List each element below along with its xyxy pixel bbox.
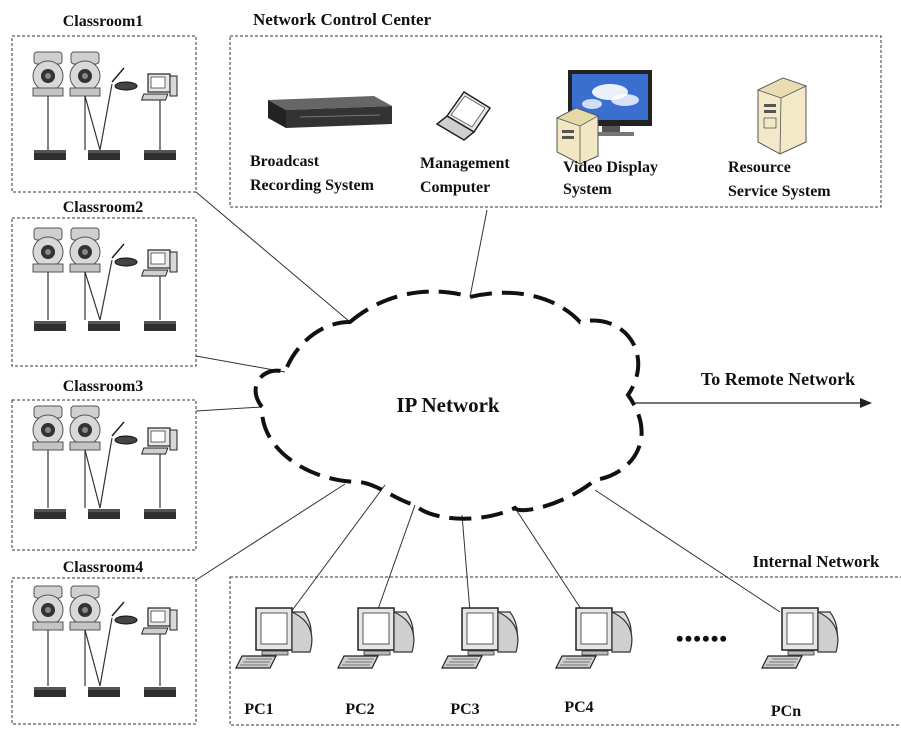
remote-network-label: To Remote Network [701,369,855,389]
pc-icon [761,607,839,669]
pc-label: PC2 [345,701,374,718]
computer-icon [141,427,178,455]
camera-icon [69,227,101,273]
camera-icon [69,585,101,631]
control-center-title: Network Control Center [253,10,432,29]
resource-label-line2: Service System [728,183,831,200]
classroom-1-label: Classroom1 [63,13,144,30]
remote-arrow [635,398,872,408]
pc-icon [337,607,415,669]
camera-icon [32,51,64,97]
video-display-label-line2: System [563,181,613,198]
link-pcn [594,489,781,613]
camera-icon [69,405,101,451]
link-classroom1 [195,191,351,323]
classroom-1-frame [11,35,197,193]
link-classroom4 [195,483,346,581]
laptop-icon [435,90,492,141]
classroom-3-frame [11,399,197,551]
server-icon [756,77,808,155]
encoder-icon [88,150,120,160]
encoder-icon [34,509,66,519]
computer-icon [141,249,178,277]
link-pc2 [376,504,416,613]
microphone-icon [111,67,138,91]
pc-icon [555,607,633,669]
ip-network-label: IP Network [396,393,500,417]
encoder-icon [88,321,120,331]
network-control-center: Network Control Center [229,10,882,208]
ellipsis: •••••• [676,626,728,651]
encoder-icon [144,687,176,697]
broadcast-label-line2: Recording System [250,177,375,194]
camera-icon [32,405,64,451]
pc-label: PC1 [244,701,273,718]
classroom-2-label: Classroom2 [63,199,144,216]
control-center-frame [229,35,882,208]
internal-network-frame [229,576,901,726]
internal-network: Internal Network •••••• PC1 PC2 PC3 PC4 … [229,552,901,726]
computer-icon [141,607,178,635]
classroom-1: Classroom1 [11,13,197,193]
link-classroom3 [195,406,263,412]
pc-label: PCn [771,703,801,720]
management-label-line1: Management [420,155,510,172]
encoder-icon [34,321,66,331]
resource-label-line1: Resource [728,159,791,176]
pc-icon [235,607,313,669]
classroom-4: Classroom4 [11,559,197,725]
camera-icon [32,585,64,631]
connection-lines [195,191,781,621]
encoder-icon [144,150,176,160]
classroom-2: Classroom2 [11,199,197,367]
encoder-icon [34,687,66,697]
encoder-icon [144,321,176,331]
camera-icon [69,51,101,97]
camera-icon [32,227,64,273]
encoder-icon [144,509,176,519]
pc-icon [441,607,519,669]
internal-network-title: Internal Network [752,552,880,571]
classroom-4-label: Classroom4 [63,559,144,576]
microphone-icon [111,243,138,267]
link-pc4 [514,507,584,613]
ip-network-cloud [253,289,644,521]
video-display-label-line1: Video Display [563,159,658,176]
recorder-icon [268,96,392,128]
pc-label: PC4 [564,699,593,716]
link-pc1 [284,484,386,621]
encoder-icon [88,509,120,519]
link-pc3 [461,514,471,613]
computer-icon [141,73,178,101]
classroom-3-label: Classroom3 [63,378,144,395]
microphone-icon [111,421,138,445]
broadcast-label-line1: Broadcast [250,153,320,170]
microphone-icon [111,601,138,625]
encoder-icon [88,687,120,697]
classroom-2-frame [11,217,197,367]
classroom-4-frame [11,577,197,725]
management-label-line2: Computer [420,179,490,196]
pc-label: PC3 [450,701,479,718]
display-server-icon [555,70,652,165]
encoder-icon [34,150,66,160]
classroom-3: Classroom3 [11,378,197,551]
link-control-center [469,209,488,298]
